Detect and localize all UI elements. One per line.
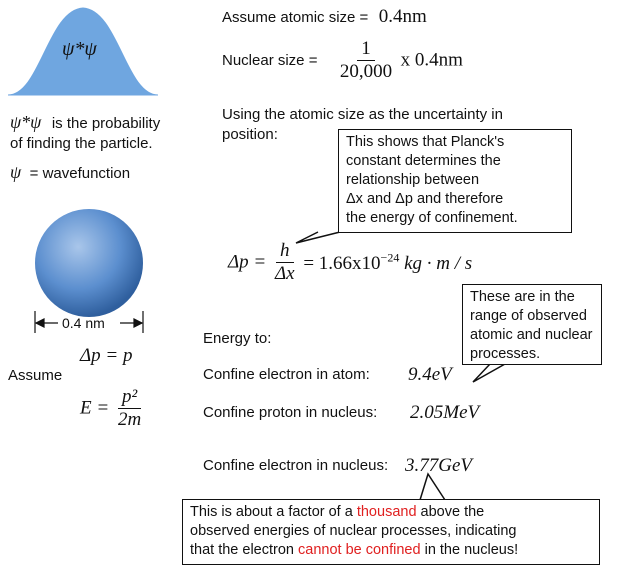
confine-label: Confine electron in nucleus: <box>203 457 389 474</box>
atomic-size-row: Assume atomic size = 0.4nm <box>222 6 427 28</box>
dp-rhs: = 1.66x10 <box>303 252 381 274</box>
atom-sphere <box>35 209 143 317</box>
prob-text-1: is the probability <box>51 115 161 132</box>
bottom-line-2: observed energies of nuclear processes, … <box>190 523 517 539</box>
range-line: These are in the <box>470 289 575 305</box>
dp-fraction: h Δx <box>271 240 299 285</box>
dp-lhs: Δp = <box>228 251 267 273</box>
range-line: range of observed <box>470 308 587 324</box>
planck-line: This shows that Planck's <box>346 134 505 150</box>
energy-to-label: Energy to: <box>203 330 272 347</box>
bottom-line-3: that the electron cannot be confined in … <box>190 541 592 560</box>
highlight-thousand: thousand <box>356 504 417 520</box>
prob-symbol: ψ*ψ <box>10 112 42 132</box>
dp-numerator: h <box>276 240 294 263</box>
dp-denominator: Δx <box>274 263 295 284</box>
diameter-dimension <box>34 311 144 333</box>
prob-text-2: of finding the particle. <box>10 135 153 152</box>
planck-line: Δx and Δp and therefore <box>346 191 504 207</box>
nuclear-size-label: Nuclear size = <box>222 52 318 69</box>
assume-label: Assume <box>8 367 63 384</box>
nuclear-multiplier: x 0.4nm <box>400 49 463 71</box>
bottom-text: This is about a factor of a <box>190 504 357 520</box>
planck-callout: This shows that Planck's constant determ… <box>338 129 572 233</box>
confine-label: Confine electron in atom: <box>203 366 370 383</box>
uncertainty-line-1: Using the atomic size as the uncertainty… <box>222 106 503 123</box>
dp-exponent: −24 <box>380 250 400 265</box>
planck-line: the energy of confinement. <box>346 210 518 226</box>
confine-label: Confine proton in nucleus: <box>203 404 378 421</box>
energy-lhs: E = <box>80 397 110 419</box>
psi-text: = wavefunction <box>29 165 131 182</box>
bell-label: ψ*ψ <box>62 38 97 60</box>
atomic-size-value: 0.4nm <box>378 6 427 27</box>
nuclear-fraction: 1 20,000 <box>336 38 396 83</box>
dp-result: = 1.66x10−24 kg · m / s <box>303 250 473 274</box>
highlight-cannot-be-confined: cannot be confined <box>298 542 421 558</box>
planck-callout-pointer <box>295 231 341 244</box>
confine-value: 9.4eV <box>408 364 452 385</box>
planck-line: relationship between <box>346 172 480 188</box>
nuclear-numerator: 1 <box>357 38 375 61</box>
nuclear-size-row: Nuclear size = 1 20,000 x 0.4nm <box>222 38 463 83</box>
uncertainty-line-2: position: <box>222 126 278 143</box>
range-callout: These are in the range of observed atomi… <box>462 284 602 365</box>
bottom-callout-pointer <box>419 472 446 501</box>
atomic-size-label: Assume atomic size = <box>222 9 369 26</box>
energy-formula: E = p² 2m <box>80 386 145 431</box>
confine-value: 3.77GeV <box>405 455 473 476</box>
energy-denominator: 2m <box>117 409 142 430</box>
bottom-text: above the <box>416 504 485 520</box>
energy-fraction: p² 2m <box>114 386 145 431</box>
probability-bell-curve <box>7 7 159 96</box>
confine-value: 2.05MeV <box>410 402 480 423</box>
diameter-label: 0.4 nm <box>62 315 105 331</box>
bottom-text: that the electron <box>190 542 299 558</box>
dp-units: kg · m / s <box>404 252 473 274</box>
uncertainty-equation: Δp = h Δx = 1.66x10−24 kg · m / s <box>228 240 472 285</box>
energy-numerator: p² <box>117 386 142 409</box>
bottom-callout: This is about a factor of a thousand abo… <box>182 499 600 565</box>
bottom-line-1: This is about a factor of a thousand abo… <box>190 503 592 522</box>
planck-line: constant determines the <box>346 153 501 169</box>
nuclear-denominator: 20,000 <box>339 61 393 82</box>
bottom-text: in the nucleus! <box>420 542 519 558</box>
wavefunction-note: ψ = wavefunction <box>10 162 130 183</box>
dp-equals-p: Δp = p <box>80 345 133 366</box>
range-line: atomic and nuclear <box>470 327 593 343</box>
range-callout-pointer <box>472 363 506 383</box>
probability-note: ψ*ψ is the probability <box>10 112 160 133</box>
range-line: processes. <box>470 346 541 362</box>
psi-symbol: ψ <box>10 162 22 182</box>
